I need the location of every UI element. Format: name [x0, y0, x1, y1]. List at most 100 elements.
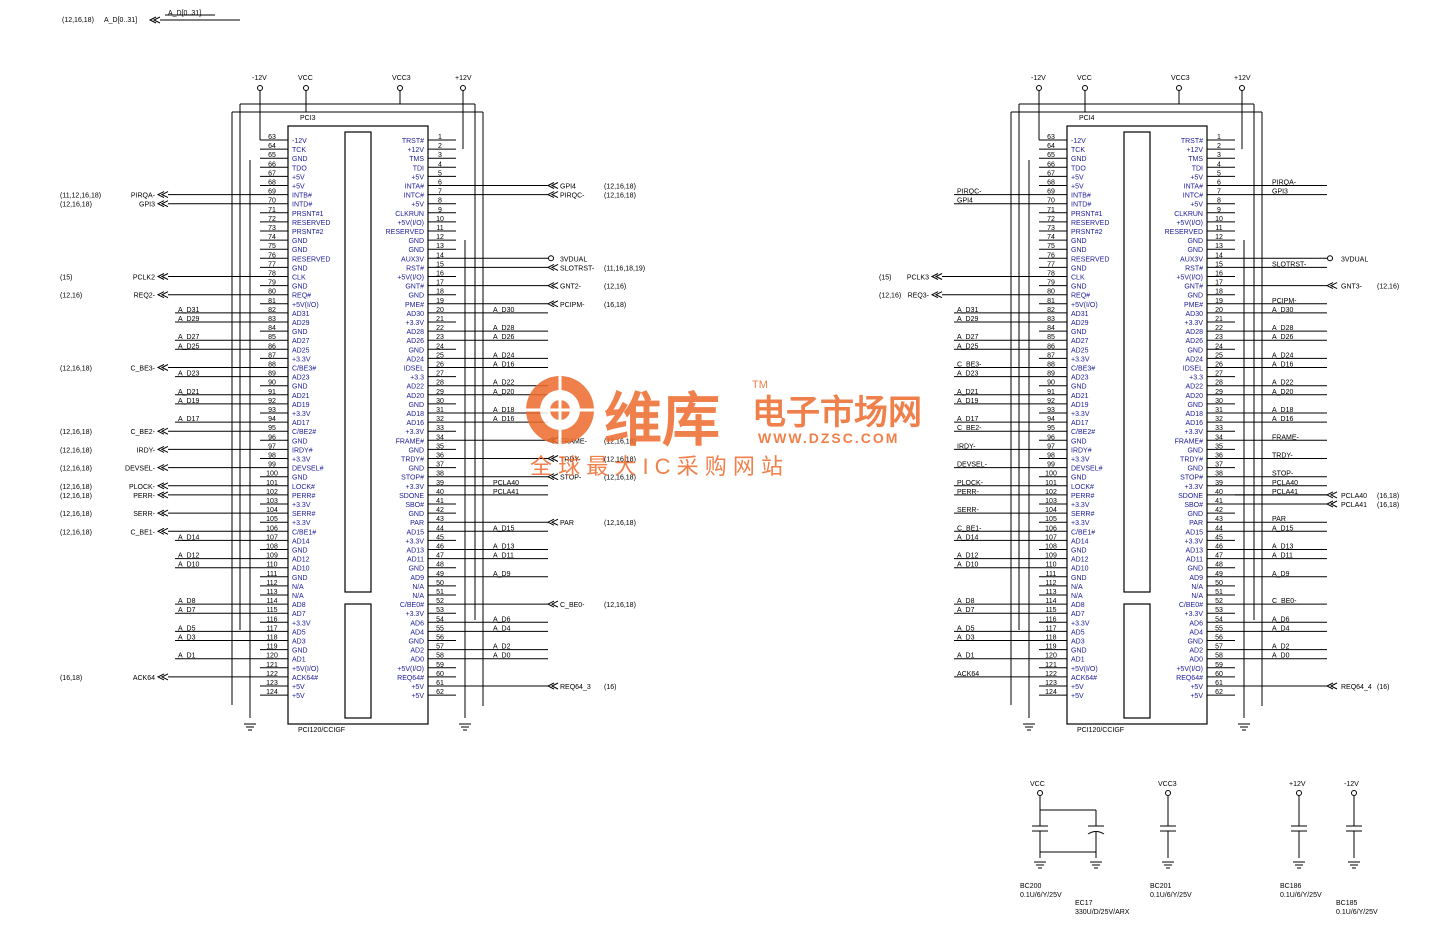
net-arrow-icon [160, 191, 169, 199]
pin-number: 23 [436, 334, 444, 341]
pin-number: 84 [268, 325, 276, 332]
pin-name: TDO [292, 165, 307, 172]
pin-name: AD12 [1071, 557, 1089, 564]
net-label: C_BE3- [957, 362, 982, 369]
net-label: C_BE1- [957, 525, 982, 532]
pin-number: 100 [266, 471, 278, 478]
rail-terminal-icon [397, 85, 403, 91]
net-label: A_D30 [493, 307, 515, 314]
pin-number: 71 [268, 207, 276, 214]
pin-name: C/BE3# [1071, 366, 1095, 373]
pin-name: CLKRUN [395, 211, 424, 218]
pin-name: C/BE3# [292, 366, 316, 373]
pin-name: DEVSEL# [1071, 466, 1103, 473]
pin-number: 53 [1215, 607, 1223, 614]
pin-name: N/A [412, 593, 424, 600]
pin-number: 2 [438, 143, 442, 150]
pin-number: 37 [436, 462, 444, 469]
net-label: A_D19 [178, 398, 200, 405]
pin-name: ACK64# [292, 675, 318, 682]
cap-ref: BC185 [1336, 900, 1358, 907]
pin-name: AD5 [1071, 629, 1085, 636]
net-label: A_D15 [493, 525, 515, 532]
pin-name: TRDY# [401, 457, 424, 464]
rail-terminal-icon [1296, 790, 1302, 796]
pin-name: -12V [292, 138, 307, 145]
net-arrow-icon [546, 191, 555, 199]
pin-name: GND [1071, 384, 1087, 391]
net-ref: (12,16,18) [604, 602, 636, 609]
pin-number: 108 [1045, 544, 1057, 551]
pin-number: 43 [436, 516, 444, 523]
pin-name: +5V(I/O) [292, 666, 319, 673]
pin-name: FRAME# [396, 438, 425, 445]
pin-name: GND [408, 247, 424, 254]
pin-name: IRDY# [292, 447, 313, 454]
net-label: PLOCK- [957, 480, 984, 487]
rail-terminal-icon [1082, 85, 1088, 91]
pin-number: 2 [1217, 143, 1221, 150]
pin-name: CLK [1071, 275, 1085, 282]
pin-name: GND [292, 329, 308, 336]
bus-refs: (12,16,18) [62, 17, 94, 24]
pin-name: TMS [1188, 156, 1203, 163]
pin-name: +3.3V [1185, 538, 1204, 545]
net-label: A_D3 [178, 635, 196, 642]
net-label: PCLA40 [493, 480, 519, 487]
pin-number: 59 [1215, 662, 1223, 669]
rail-terminal-icon [1176, 85, 1182, 91]
net-label: 3VDUAL [1341, 256, 1368, 263]
pin-number: 29 [1215, 389, 1223, 396]
net-label: C_BE0- [1272, 598, 1297, 605]
pin-number: 111 [267, 571, 278, 578]
net-arrow-icon [156, 427, 165, 435]
rail-label: -12V [252, 75, 267, 82]
pin-name: PME# [405, 302, 424, 309]
pin-number: 61 [436, 680, 444, 687]
pin-number: 88 [1047, 362, 1055, 369]
net-label: IRDY- [957, 443, 976, 450]
pin-name: +3.3V [406, 320, 425, 327]
pin-name: REQ64# [1176, 675, 1203, 682]
pin-name: LOCK# [292, 484, 315, 491]
pin-number: 34 [436, 434, 444, 441]
pin-name: AD30 [1185, 311, 1203, 318]
pin-name: INTD# [292, 202, 312, 209]
pin-number: 46 [1215, 544, 1223, 551]
pin-name: GND [408, 238, 424, 245]
pin-name: +5V [1190, 202, 1203, 209]
cap-value: 0.1U/6/Y/25V [1336, 909, 1378, 916]
pin-number: 98 [268, 453, 276, 460]
net-ref: (12,16,18) [60, 493, 92, 500]
net-ref: (16,18) [604, 302, 626, 309]
pin-number: 99 [268, 462, 276, 469]
pin-number: 42 [436, 507, 444, 514]
pin-name: REQ64# [397, 675, 424, 682]
net-label: A_D18 [493, 407, 515, 414]
net-ref: (11,16,18,19) [604, 265, 645, 272]
pin-number: 39 [1215, 480, 1223, 487]
net-label: A_D0 [493, 653, 511, 660]
pin-number: 78 [1047, 271, 1055, 278]
pin-number: 21 [436, 316, 444, 323]
pin-number: 56 [436, 635, 444, 642]
pin-number: 89 [1047, 371, 1055, 378]
pin-number: 72 [1047, 216, 1055, 223]
pin-name: GND [1071, 648, 1087, 655]
pin-name: PRSNT#2 [1071, 229, 1103, 236]
pin-name: GND [408, 447, 424, 454]
pin-number: 36 [1215, 453, 1223, 460]
pin-name: AD7 [1071, 611, 1085, 618]
pin-number: 22 [1215, 325, 1223, 332]
pin-number: 114 [1045, 598, 1056, 605]
pin-number: 74 [268, 234, 276, 241]
pin-number: 58 [436, 653, 444, 660]
pin-name: +3.3V [1071, 620, 1090, 627]
pin-number: 88 [268, 362, 276, 369]
pin-name: AD19 [292, 402, 310, 409]
pin-name: RESERVED [1071, 256, 1109, 263]
pin-name: AD27 [1071, 338, 1089, 345]
rail-terminal-icon [1037, 790, 1043, 796]
pin-name: AD28 [406, 329, 424, 336]
